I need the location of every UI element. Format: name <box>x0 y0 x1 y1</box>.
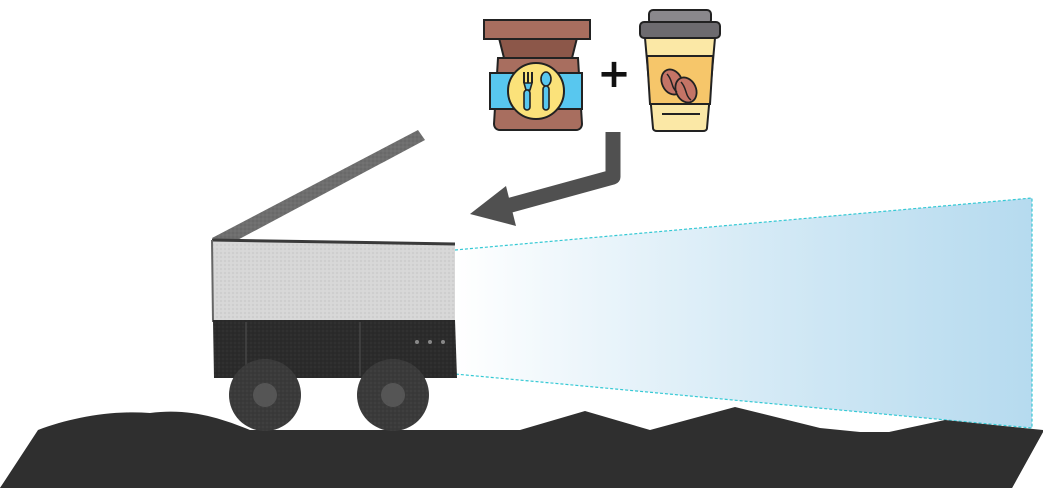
sensor-beam <box>455 198 1032 428</box>
ground <box>0 407 1043 488</box>
delivery-robot <box>212 130 457 431</box>
coffee-cup-icon <box>640 10 720 131</box>
loading-arrow <box>470 132 613 226</box>
food-bag-icon <box>484 20 590 130</box>
plus-sign: + <box>594 52 634 96</box>
